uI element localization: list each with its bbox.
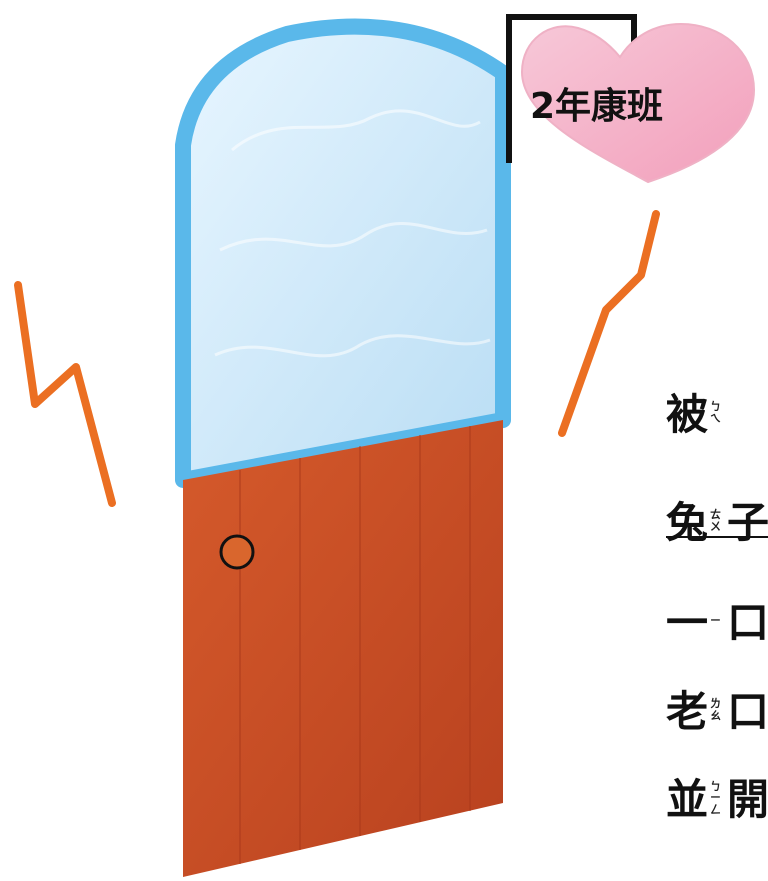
zhuyin-5: ㄅ ㄧ ㄥ <box>710 779 722 816</box>
next-char-5: 開 <box>727 775 768 824</box>
lightning-left-icon <box>14 281 116 507</box>
door-panel <box>183 420 503 877</box>
text-line-3: 一 ㄧ 口 <box>666 583 768 663</box>
text-line-2: 兔 ㄊ ㄨ 子 <box>666 483 768 563</box>
hanzi-5: 並 <box>666 775 709 824</box>
zhuyin-1: ㄅ ㄟ <box>710 400 722 425</box>
hanzi-4: 老 <box>666 687 709 736</box>
zhuyin-3: ㄧ <box>710 614 722 628</box>
sign-text: 2年康班 <box>530 85 663 127</box>
vertical-text-column: 被 ㄅ ㄟ 兔 ㄊ ㄨ 子 一 ㄧ 口 老 ㄌ ㄠ 口 並 ㄅ ㄧ ㄥ <box>666 375 768 881</box>
lightning-right-icon <box>558 210 660 437</box>
text-line-1: 被 ㄅ ㄟ <box>666 375 721 455</box>
hanzi-1: 被 <box>666 390 709 439</box>
underline <box>666 536 768 538</box>
glass-texture <box>214 109 491 358</box>
door-knob <box>219 534 255 570</box>
hanzi-3: 一 <box>666 598 709 647</box>
zhuyin-2: ㄊ ㄨ <box>710 508 722 533</box>
text-line-4: 老 ㄌ ㄠ 口 <box>666 672 768 752</box>
heart-sign <box>520 22 756 184</box>
next-char-3: 口 <box>727 598 768 647</box>
sign-bracket <box>506 14 637 163</box>
next-char-4: 口 <box>727 687 768 736</box>
door-window <box>175 18 511 488</box>
text-line-5: 並 ㄅ ㄧ ㄥ 開 <box>666 760 768 840</box>
zhuyin-4: ㄌ ㄠ <box>710 697 722 722</box>
